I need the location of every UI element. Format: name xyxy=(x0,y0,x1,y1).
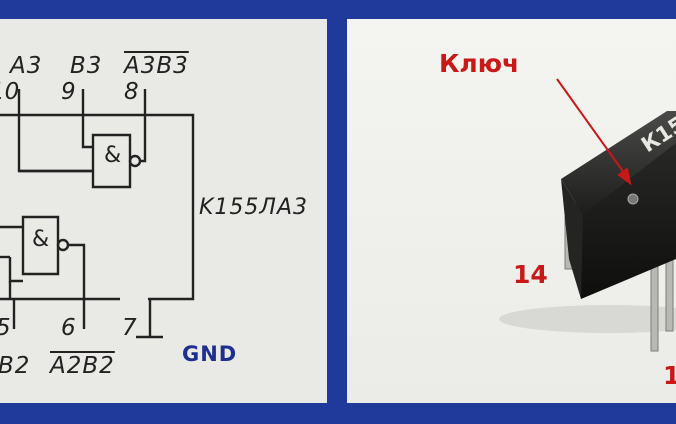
chip-body-side xyxy=(575,129,676,299)
nand-gate-top xyxy=(91,133,132,189)
output-a3b3-label: A3B3 xyxy=(124,53,189,79)
output-a2b2-label: A2B2 xyxy=(50,353,115,379)
input-b3-label: B3 xyxy=(70,53,103,79)
nand-bubble-top xyxy=(128,154,142,168)
schematic-panel: A3 B3 A3B3 10 9 8 & & K155ЛА3 5 6 7 B2 A… xyxy=(0,19,327,403)
schematic-drawing xyxy=(0,89,195,339)
key-arrow-line xyxy=(556,78,628,178)
key-arrow-head xyxy=(617,167,632,186)
nand-gate-bottom xyxy=(21,215,60,276)
gnd-label: GND xyxy=(182,342,238,366)
gate-symbol-bottom: & xyxy=(32,227,51,252)
chip-body-top xyxy=(561,111,676,215)
pin-6-label: 6 xyxy=(61,315,76,341)
chip-name-label: K155ЛА3 xyxy=(199,195,309,220)
pin-10-label: 10 xyxy=(0,79,20,105)
pin-7-label: 7 xyxy=(122,315,137,341)
chip-outline xyxy=(0,113,195,301)
chip-photo xyxy=(499,78,676,352)
key-label: Ключ xyxy=(439,49,520,78)
b2-label: B2 xyxy=(0,353,31,379)
pin-8-label: 8 xyxy=(124,79,139,105)
pin-14-label: 14 xyxy=(513,260,548,289)
photo-panel: Ключ 14 1 К15 xyxy=(347,19,676,403)
gate-symbol-top: & xyxy=(104,143,123,168)
pin-9-label: 9 xyxy=(61,79,76,105)
key-dot xyxy=(627,193,639,205)
pin-1-partial-label: 1 xyxy=(663,361,676,390)
nand-bubble-bottom xyxy=(56,238,70,252)
input-a3-label: A3 xyxy=(10,53,43,79)
pin-5-label: 5 xyxy=(0,315,11,341)
